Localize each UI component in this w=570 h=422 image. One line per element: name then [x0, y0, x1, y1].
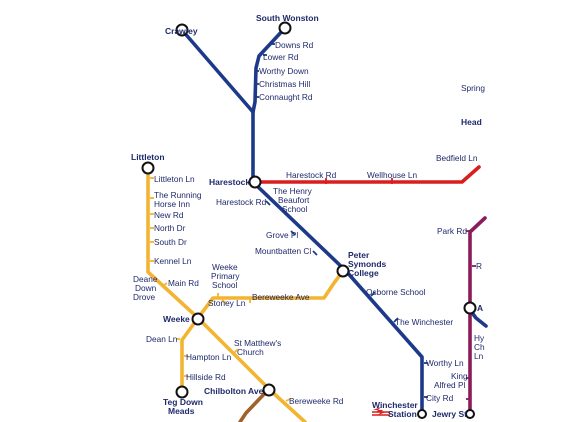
label-teg-down-2: Meads — [168, 406, 195, 416]
label-stoney-ln: Stoney Ln — [208, 298, 246, 308]
blue-line — [180, 28, 424, 416]
purple-ticks — [466, 230, 476, 400]
label-weeke-primary-1: Weeke — [212, 262, 238, 272]
label-deane-down-3: Drove — [133, 292, 156, 302]
label-littleton-ln: Littleton Ln — [154, 174, 195, 184]
label-ch: Ch — [474, 342, 485, 352]
station-jewry-st-marker[interactable] — [465, 409, 475, 419]
station-winchester-marker[interactable] — [417, 409, 427, 419]
label-main-rd: Main Rd — [168, 278, 199, 288]
label-jewry-st: Jewry St — [432, 409, 467, 419]
label-peter-symonds-3: College — [348, 268, 379, 278]
label-new-rd: New Rd — [154, 210, 184, 220]
label-head: Head — [461, 117, 482, 127]
label-crawley: Crawley — [165, 26, 198, 36]
label-harestock: Harestock — [209, 177, 250, 187]
national-rail-icon — [372, 407, 390, 416]
station-weeke-marker[interactable] — [191, 312, 205, 326]
label-downs-rd: Downs Rd — [275, 40, 314, 50]
brown-line — [238, 388, 270, 422]
label-a: A — [477, 303, 483, 313]
label-dean-ln: Dean Ln — [146, 334, 178, 344]
label-teg-down-1: Teg Down — [163, 397, 203, 407]
label-the-winchester: The Winchester — [395, 317, 453, 327]
label-christmas-hill: Christmas Hill — [259, 79, 310, 89]
yellow-ticks — [150, 177, 291, 402]
label-king: King — [451, 371, 468, 381]
label-deane-down-2: Down — [135, 283, 157, 293]
yellow-line-littleton — [146, 166, 200, 320]
label-park-rd: Park Rd — [437, 226, 467, 236]
label-wellhouse-ln: Wellhouse Ln — [367, 170, 418, 180]
label-st-matthews-1: St Matthew's — [234, 338, 281, 348]
label-henry-beaufort-3: School — [282, 204, 308, 214]
red-line — [253, 165, 481, 184]
label-peter-symonds-2: Symonds — [348, 259, 387, 269]
label-osborne-school: Osborne School — [366, 287, 426, 297]
label-bereweeke-rd: Bereweeke Rd — [289, 396, 344, 406]
label-ln: Ln — [474, 351, 484, 361]
station-littleton-marker[interactable] — [141, 161, 155, 175]
station-peter-symonds-marker[interactable] — [336, 264, 350, 278]
label-alfred-pl: Alfred Pl — [434, 380, 466, 390]
label-worthy-down: Worthy Down — [259, 66, 309, 76]
label-hampton-ln: Hampton Ln — [186, 352, 232, 362]
blue-ticks — [255, 43, 428, 398]
label-henry-beaufort-2: Beaufort — [278, 195, 310, 205]
label-running-horse-2: Horse Inn — [154, 199, 190, 209]
label-connaught-rd: Connaught Rd — [259, 92, 313, 102]
label-mountbatten-cl: Mountbatten Cl — [255, 246, 311, 256]
station-chilbolton-marker[interactable] — [262, 383, 276, 397]
station-harestock-marker[interactable] — [248, 175, 262, 189]
label-bereweeke-ave: Bereweeke Ave — [252, 292, 310, 302]
label-harestock-rd-red: Harestock Rd — [286, 170, 337, 180]
station-teg-down-marker[interactable] — [175, 385, 189, 399]
station-crawley-marker[interactable] — [175, 23, 189, 37]
label-weeke: Weeke — [163, 314, 190, 324]
label-kennel-ln: Kennel Ln — [154, 256, 192, 266]
yellow-line-bereweeke — [196, 269, 345, 320]
label-weeke-primary-2: Primary — [211, 271, 240, 281]
label-hillside-rd: Hillside Rd — [186, 372, 226, 382]
yellow-line-teg-down — [180, 316, 200, 394]
label-winchester-station-1: Winchester — [372, 400, 418, 410]
label-north-dr: North Dr — [154, 223, 186, 233]
label-harestock-rd-blue: Harestock Rd — [216, 197, 267, 207]
label-city-rd: City Rd — [426, 393, 454, 403]
label-running-horse-1: The Running — [154, 190, 202, 200]
label-south-wonston: South Wonston — [256, 13, 319, 23]
label-spring: Spring — [461, 83, 485, 93]
label-peter-symonds-1: Peter — [348, 250, 370, 260]
label-bedfield-ln: Bedfield Ln — [436, 153, 478, 163]
red-ticks — [325, 178, 393, 184]
label-grove-pl: Grove Pl — [266, 230, 298, 240]
label-lower-rd: Lower Rd — [263, 52, 299, 62]
station-a-marker[interactable] — [463, 301, 477, 315]
blue-branch-south-wonston — [251, 26, 287, 114]
label-south-dr: South Dr — [154, 237, 187, 247]
label-r: R — [476, 261, 482, 271]
label-littleton: Littleton — [131, 152, 165, 162]
label-henry-beaufort-1: The Henry — [273, 186, 313, 196]
label-worthy-ln: Worthy Ln — [426, 358, 464, 368]
label-hy: Hy — [474, 333, 485, 343]
purple-line — [468, 216, 487, 418]
label-winchester-station-2: Station — [388, 409, 417, 419]
station-south-wonston-marker[interactable] — [278, 21, 292, 35]
label-chilbolton-ave: Chilbolton Ave — [204, 386, 264, 396]
label-st-matthews-2: Church — [237, 347, 264, 357]
label-deane-down-1: Deane — [133, 274, 158, 284]
label-weeke-primary-3: School — [212, 280, 238, 290]
